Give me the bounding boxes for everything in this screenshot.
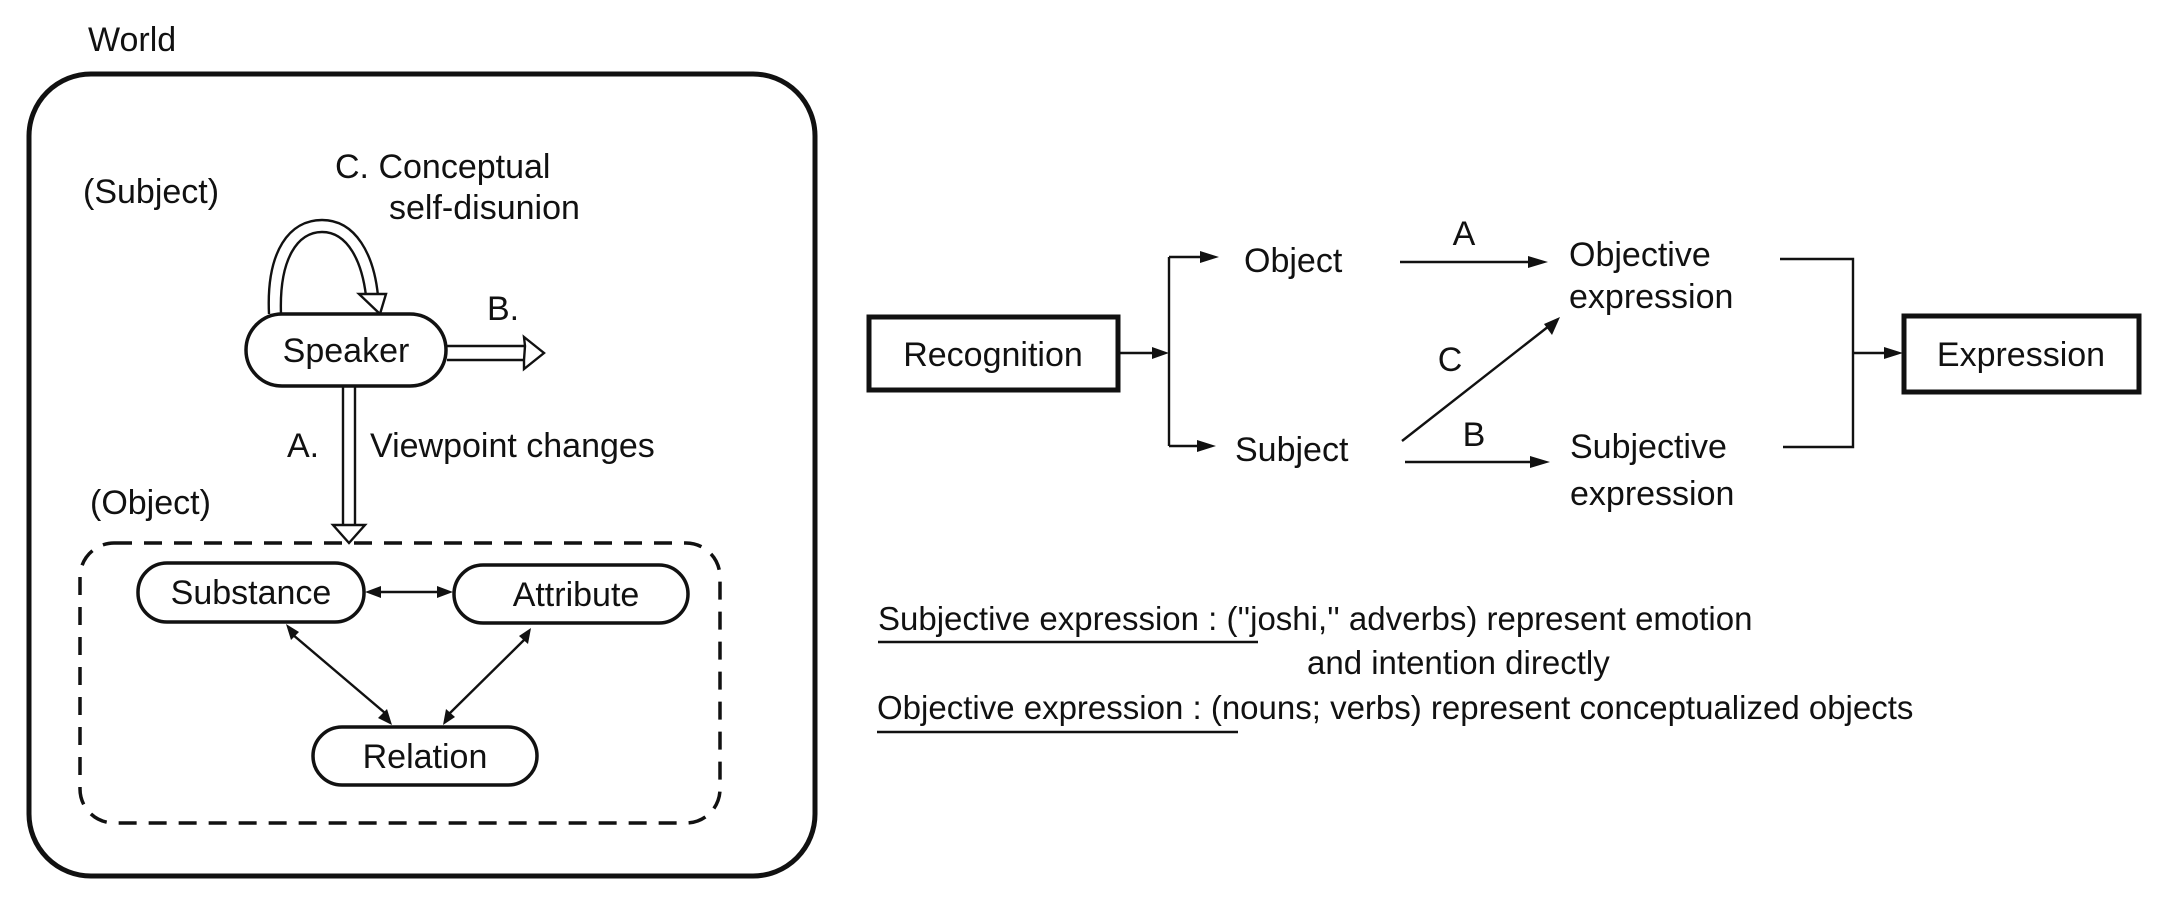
substance-relation-arrow — [286, 624, 392, 725]
note-objective-term: Objective expression — [877, 689, 1183, 726]
subjective-expression-line1: Subjective — [1570, 428, 1727, 466]
arrowhead-to-substance — [365, 586, 381, 598]
speaker-pill — [244, 312, 448, 388]
substance-node: Substance — [136, 561, 366, 624]
attribute-label: Attribute — [513, 576, 640, 614]
subjective-expression-node: Subjective expression — [1570, 428, 1734, 513]
substance-relation-line — [291, 633, 386, 714]
expression-frame — [1901, 313, 2142, 395]
objective-expression-line2: expression — [1569, 278, 1733, 316]
object-node-label: Object — [1244, 242, 1343, 280]
attribute-pill — [452, 563, 690, 625]
recognition-label: Recognition — [903, 336, 1083, 374]
branch-to-subject-arrowhead — [1197, 440, 1216, 452]
expression-label: Expression — [1937, 336, 2105, 374]
loop-arrowhead — [356, 292, 388, 317]
self-disunion-label-line2: self-disunion — [389, 189, 580, 227]
note-subjective-term: Subjective expression — [878, 600, 1199, 637]
relation-label: Relation — [363, 738, 488, 776]
viewpoint-arrow-label: Viewpoint changes — [370, 427, 655, 465]
recognition-expression-flow: Recognition Object Subject A C B Objecti… — [866, 215, 2142, 513]
attribute-relation-line — [449, 639, 525, 714]
arrowhead-to-substance-from-relation — [286, 624, 299, 640]
edge-a-arrowhead — [1528, 256, 1548, 268]
subject-node-label: Subject — [1235, 431, 1349, 469]
speaker-label: Speaker — [283, 332, 410, 370]
subjective-expression-line2: expression — [1570, 475, 1734, 513]
object-region-dashed-frame — [78, 541, 722, 825]
merge-out-arrowhead — [1884, 347, 1903, 359]
loop-outer-line — [267, 218, 380, 315]
edge-b-arrowhead — [1530, 456, 1550, 468]
substance-attribute-arrow — [365, 586, 453, 598]
edge-a-label: A — [1453, 215, 1476, 253]
merge-bracket — [1780, 257, 1855, 449]
edge-c-arrowhead — [1544, 317, 1560, 335]
arrowhead-to-attribute-from-relation — [519, 628, 531, 644]
outward-arrow-b — [447, 334, 546, 372]
edge-c-label: C — [1438, 341, 1463, 379]
subject-label: (Subject) — [83, 173, 219, 211]
outward-arrowhead — [522, 334, 546, 372]
loop-inner-line — [279, 230, 368, 315]
note-subjective-definition-line2: and intention directly — [1307, 644, 1610, 681]
expression-box: Expression — [1901, 313, 2142, 395]
recognition-box: Recognition — [866, 314, 1121, 393]
objective-expression-node: Objective expression — [1569, 236, 1733, 316]
object-label: (Object) — [90, 484, 211, 522]
world-panel: World (Subject) C. Conceptual self-disun… — [26, 21, 818, 879]
note-subjective-expression: Subjective expression : (''joshi,'' adve… — [878, 600, 1752, 681]
substance-label: Substance — [171, 574, 332, 612]
branch-to-object-arrowhead — [1200, 251, 1219, 263]
viewpoint-arrowhead — [330, 523, 368, 545]
viewpoint-arrow-a — [330, 387, 368, 545]
note-objective-expression: Objective expression : (nouns; verbs) re… — [877, 689, 1913, 734]
arrowhead-to-relation-from-attribute — [443, 709, 455, 725]
outward-arrow-label: B. — [487, 290, 519, 328]
note-subjective-separator: : — [1199, 600, 1227, 637]
note-objective-separator: : — [1183, 689, 1211, 726]
relation-pill — [311, 725, 539, 787]
edge-b-label: B — [1463, 416, 1486, 454]
definitions-notes: Subjective expression : (''joshi,'' adve… — [877, 600, 1913, 734]
self-disunion-loop-arrow — [267, 218, 388, 317]
recognition-out-arrowhead — [1152, 347, 1169, 359]
objective-expression-line1: Objective — [1569, 236, 1711, 274]
edge-c-line — [1401, 325, 1550, 442]
speaker-node: Speaker — [244, 312, 448, 388]
note-subjective-definition-line1: (''joshi,'' adverbs) represent emotion — [1227, 600, 1753, 637]
substance-pill — [136, 561, 366, 624]
arrowhead-to-attribute — [437, 586, 453, 598]
relation-node: Relation — [311, 725, 539, 787]
attribute-node: Attribute — [452, 563, 690, 625]
attribute-relation-arrow — [443, 628, 531, 725]
self-disunion-label-line1: C. Conceptual — [335, 148, 550, 186]
note-subjective-line1: Subjective expression : (''joshi,'' adve… — [878, 600, 1752, 637]
arrowhead-to-relation-from-substance — [378, 709, 392, 725]
viewpoint-arrow-letter: A. — [287, 427, 319, 465]
world-label: World — [88, 21, 176, 59]
note-objective-line1: Objective expression : (nouns; verbs) re… — [877, 689, 1913, 726]
note-objective-definition-line1: (nouns; verbs) represent conceptualized … — [1211, 689, 1914, 726]
world-frame — [26, 71, 818, 879]
